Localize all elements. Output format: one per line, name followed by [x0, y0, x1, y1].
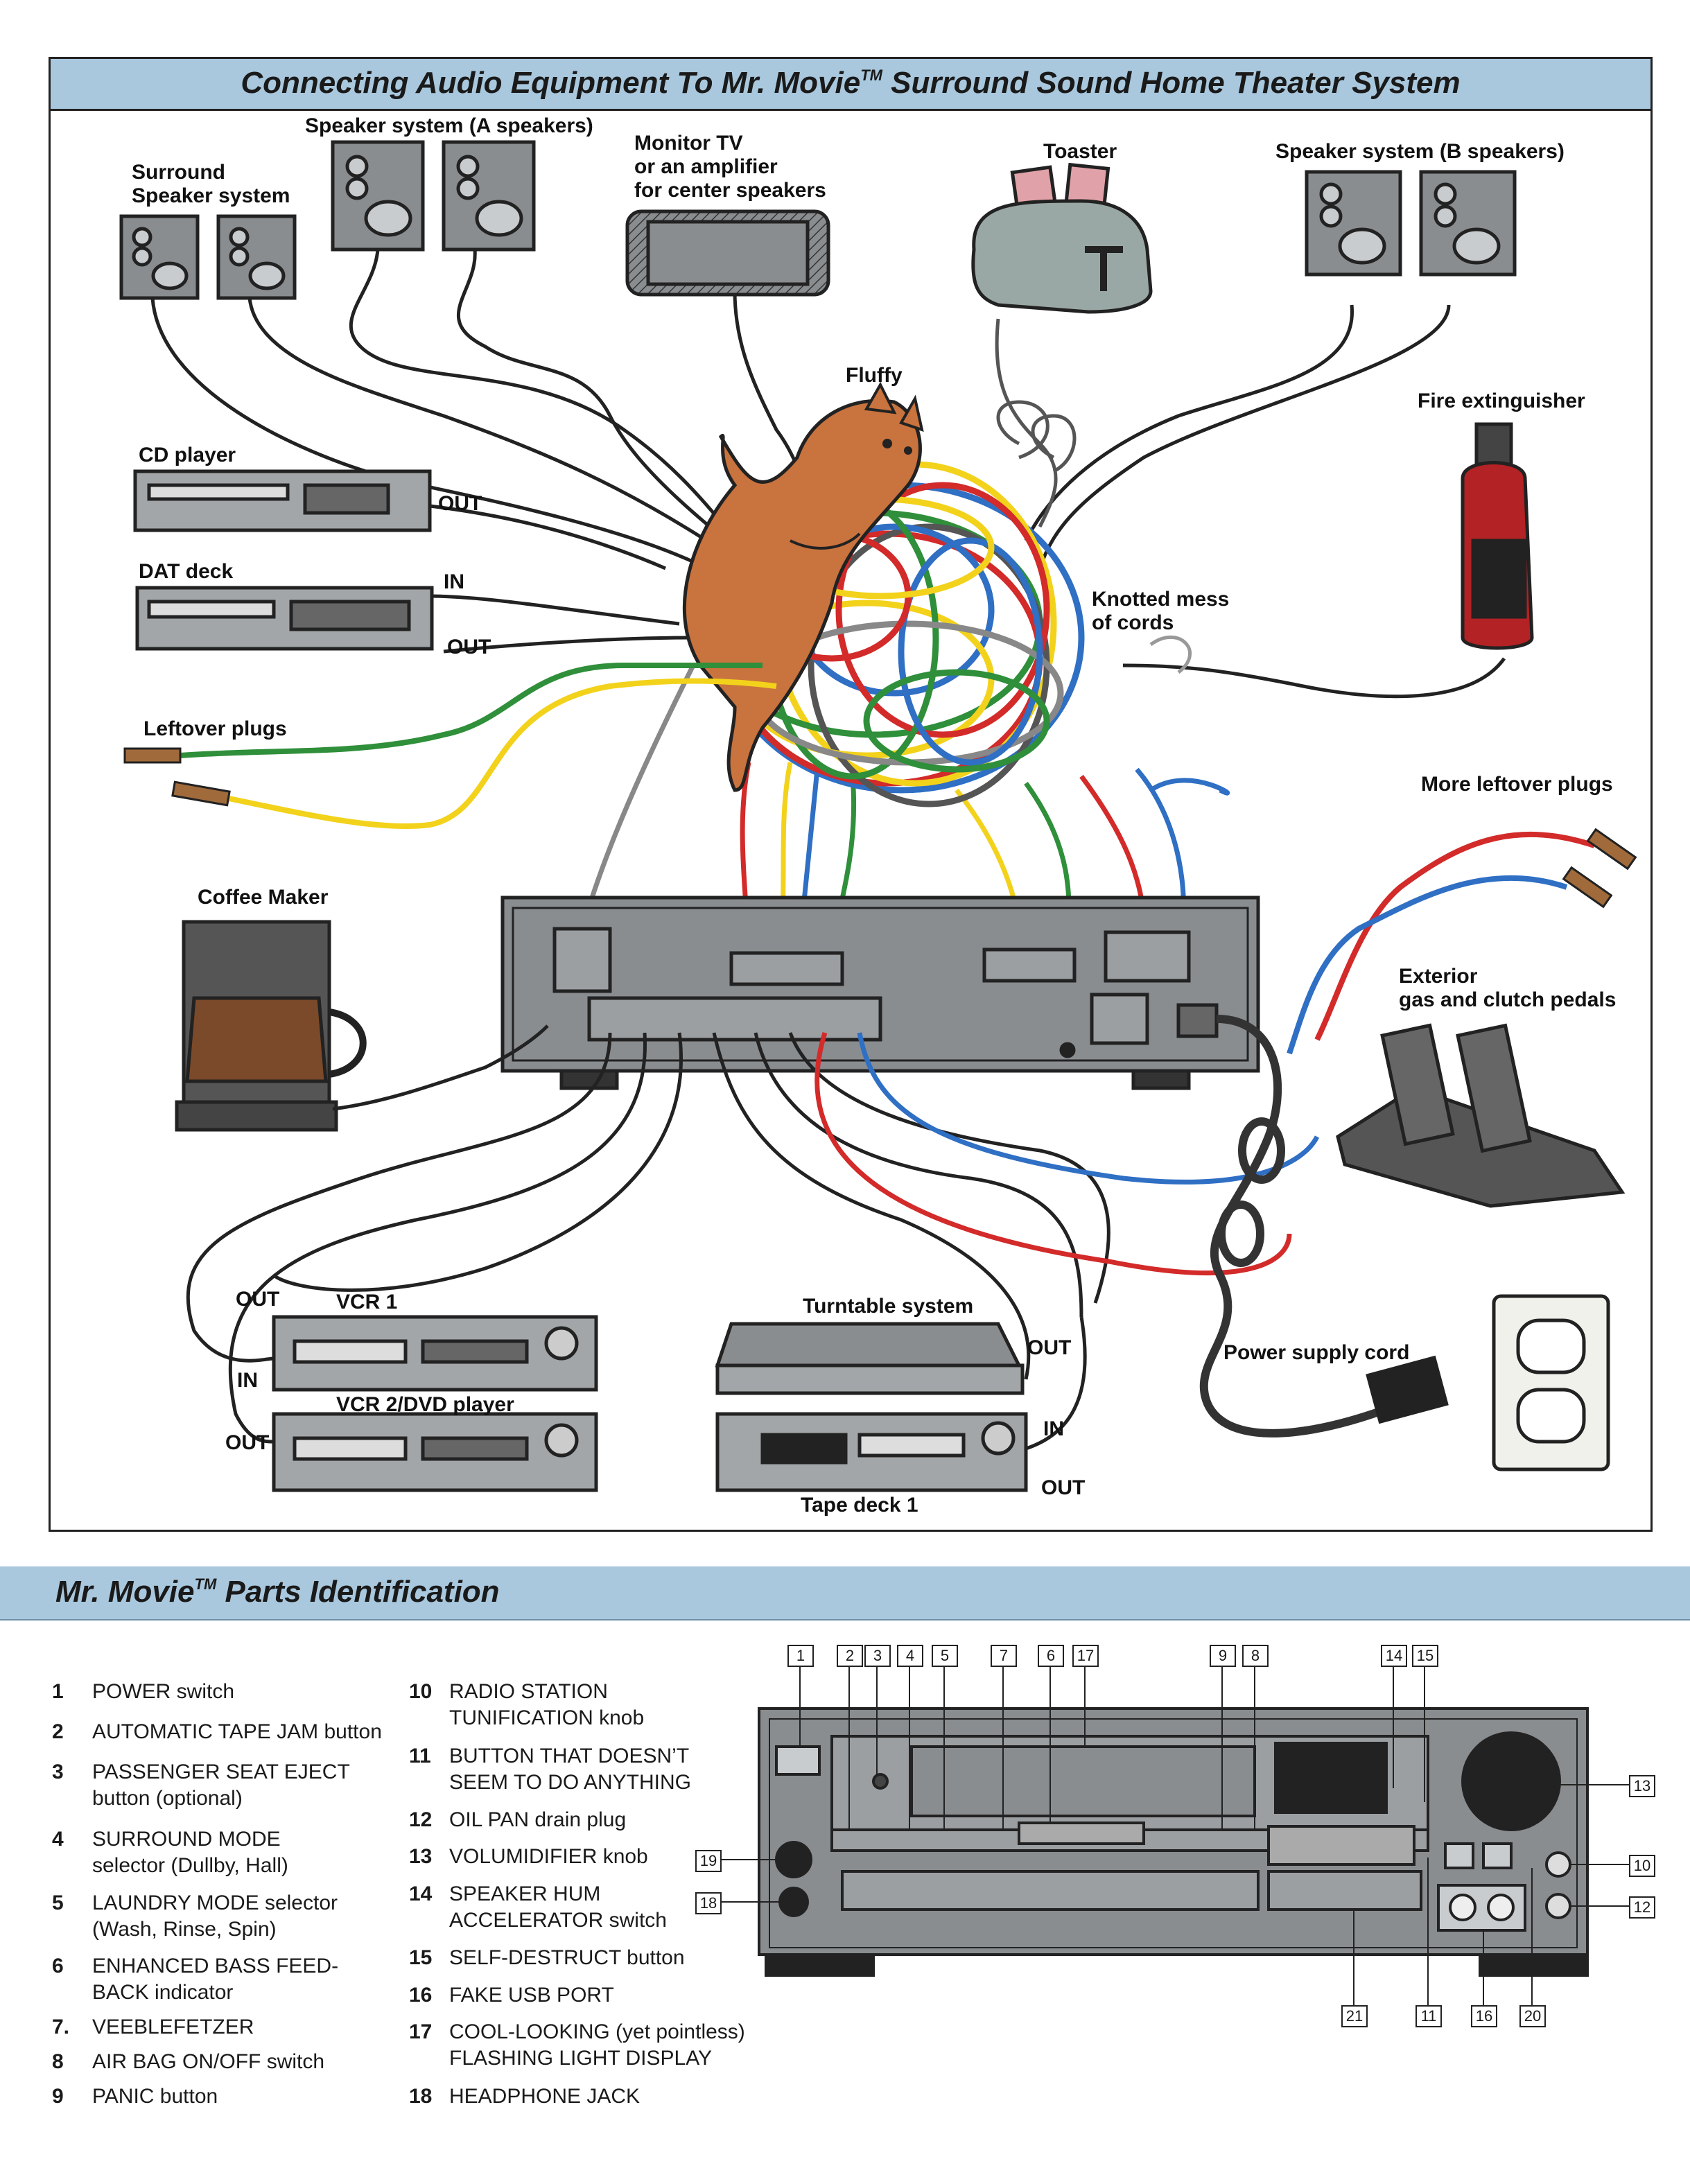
- label-tape-in: IN: [1043, 1417, 1064, 1440]
- callout-14: 14: [1381, 1645, 1407, 1667]
- label-speakers-b: Speaker system (B speakers): [1275, 140, 1565, 163]
- parts-title: Mr. MovieTM Parts Identification: [55, 1575, 500, 1609]
- callout-20: 20: [1519, 2005, 1546, 2027]
- label-dat-in: IN: [444, 570, 464, 593]
- label-vcr2-out: OUT: [225, 1431, 270, 1454]
- gas-clutch-pedals: [1336, 1023, 1626, 1208]
- label-vcr2: VCR 2/DVD player: [336, 1393, 514, 1416]
- label-vcr1: VCR 1: [336, 1291, 398, 1313]
- label-surround-speakers: Surround Speaker system: [132, 161, 290, 207]
- toaster: [971, 162, 1153, 314]
- vcr1: [272, 1315, 598, 1392]
- label-coffee-maker: Coffee Maker: [198, 886, 329, 909]
- callout-6: 6: [1038, 1645, 1064, 1667]
- label-knotted-mess: Knotted mess of cords: [1092, 588, 1230, 634]
- label-fire-extinguisher: Fire extinguisher: [1418, 390, 1585, 412]
- diagram-artwork: [119, 140, 1637, 1492]
- callout-5: 5: [932, 1645, 958, 1667]
- label-dat-out: OUT: [447, 636, 491, 658]
- surround-speakers: [119, 214, 297, 300]
- callout-7: 7: [991, 1645, 1017, 1667]
- lower-wires: [186, 1024, 1320, 1451]
- dat-deck: [135, 586, 434, 651]
- speakers-a: [331, 140, 536, 252]
- callout-4: 4: [897, 1645, 923, 1667]
- callout-16: 16: [1471, 2005, 1497, 2027]
- callout-12: 12: [1629, 1896, 1655, 1919]
- diagram-title: Connecting Audio Equipment To Mr. MovieT…: [241, 66, 1461, 100]
- label-power-cord: Power supply cord: [1223, 1341, 1410, 1364]
- cd-player: [133, 469, 432, 532]
- fire-extinguisher: [1461, 422, 1534, 650]
- label-fluffy: Fluffy: [846, 364, 903, 387]
- callout-13: 13: [1629, 1775, 1655, 1797]
- label-cd-player: CD player: [139, 444, 236, 466]
- label-toaster: Toaster: [1043, 140, 1117, 163]
- wall-outlet: [1492, 1294, 1610, 1471]
- callout-19: 19: [695, 1850, 722, 1872]
- speakers-b: [1305, 170, 1517, 277]
- thin-wires: [150, 249, 1506, 699]
- parts-title-bar: Mr. MovieTM Parts Identification: [0, 1566, 1690, 1620]
- label-vcr1-out: OUT: [236, 1288, 280, 1311]
- label-leftover-plugs: Leftover plugs: [143, 717, 287, 740]
- diagram-title-bar: Connecting Audio Equipment To Mr. MovieT…: [51, 59, 1650, 111]
- vcr2-dvd: [272, 1412, 598, 1492]
- hookup-diagram: Connecting Audio Equipment To Mr. MovieT…: [49, 57, 1653, 1532]
- callout-17: 17: [1072, 1645, 1099, 1667]
- callout-2: 2: [837, 1645, 863, 1667]
- label-cd-out: OUT: [438, 492, 482, 515]
- receiver-back: [500, 896, 1260, 1090]
- label-tape-deck: Tape deck 1: [801, 1494, 918, 1517]
- callout-9: 9: [1210, 1645, 1236, 1667]
- label-more-leftover-plugs: More leftover plugs: [1421, 773, 1613, 796]
- power-cord: [1199, 1015, 1449, 1438]
- label-vcr1-in: IN: [237, 1369, 258, 1392]
- leftover-plugs: [123, 663, 777, 829]
- more-leftover-plugs: [1287, 828, 1637, 1055]
- label-turntable-out: OUT: [1027, 1336, 1072, 1359]
- callout-8: 8: [1242, 1645, 1269, 1667]
- callout-11: 11: [1415, 2005, 1442, 2027]
- label-monitor-tv: Monitor TV or an amplifier for center sp…: [634, 132, 826, 202]
- label-pedals: Exterior gas and clutch pedals: [1399, 965, 1617, 1011]
- label-dat-deck: DAT deck: [139, 560, 234, 583]
- callout-3: 3: [864, 1645, 891, 1667]
- coffee-maker: [175, 920, 367, 1132]
- callout-18: 18: [695, 1892, 722, 1914]
- callout-1: 1: [787, 1645, 814, 1667]
- monitor-tv: [625, 209, 830, 297]
- callout-10: 10: [1629, 1855, 1655, 1877]
- tape-deck: [715, 1412, 1028, 1492]
- label-tape-out: OUT: [1041, 1476, 1086, 1499]
- cat-fluffy: [682, 381, 924, 792]
- callout-21: 21: [1341, 2005, 1368, 2027]
- label-speakers-a: Speaker system (A speakers): [305, 114, 593, 137]
- label-turntable: Turntable system: [803, 1295, 974, 1318]
- callout-15: 15: [1412, 1645, 1438, 1667]
- turntable: [715, 1322, 1025, 1395]
